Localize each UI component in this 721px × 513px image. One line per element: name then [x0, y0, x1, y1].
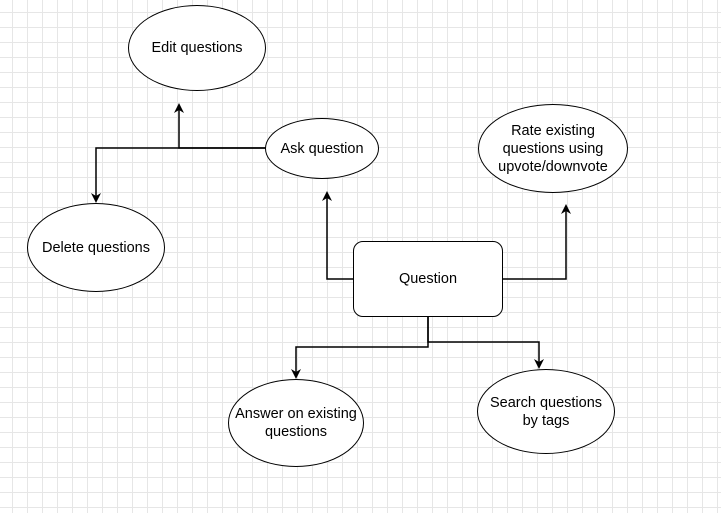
search-by-tags-node[interactable]: Search questions by tags: [477, 369, 615, 454]
connector-ask-to-edit: [174, 103, 266, 149]
search-by-tags-label: Search questions by tags: [489, 394, 603, 429]
ask-question-label: Ask question: [280, 140, 364, 157]
delete-questions-node[interactable]: Delete questions: [27, 203, 165, 292]
edit-questions-label: Edit questions: [151, 40, 243, 56]
question-node[interactable]: Question: [353, 241, 503, 317]
rate-existing-node[interactable]: Rate existing questions using upvote/dow…: [478, 104, 628, 193]
answer-existing-node[interactable]: Answer on existing questions: [228, 379, 364, 467]
connector-question-to-ask: [322, 191, 353, 280]
question-label: Question: [398, 271, 458, 287]
connector-question-to-rate: [503, 204, 571, 280]
delete-questions-label: Delete questions: [41, 239, 150, 256]
edit-questions-node[interactable]: Edit questions: [128, 5, 266, 91]
connector-ask-to-delete: [91, 147, 266, 203]
rate-existing-label: Rate existing questions using upvote/dow…: [498, 122, 608, 175]
connector-question-to-search: [427, 317, 544, 369]
answer-existing-label: Answer on existing questions: [235, 406, 357, 440]
connector-question-to-answer: [291, 317, 429, 379]
ask-question-node[interactable]: Ask question: [265, 118, 379, 179]
